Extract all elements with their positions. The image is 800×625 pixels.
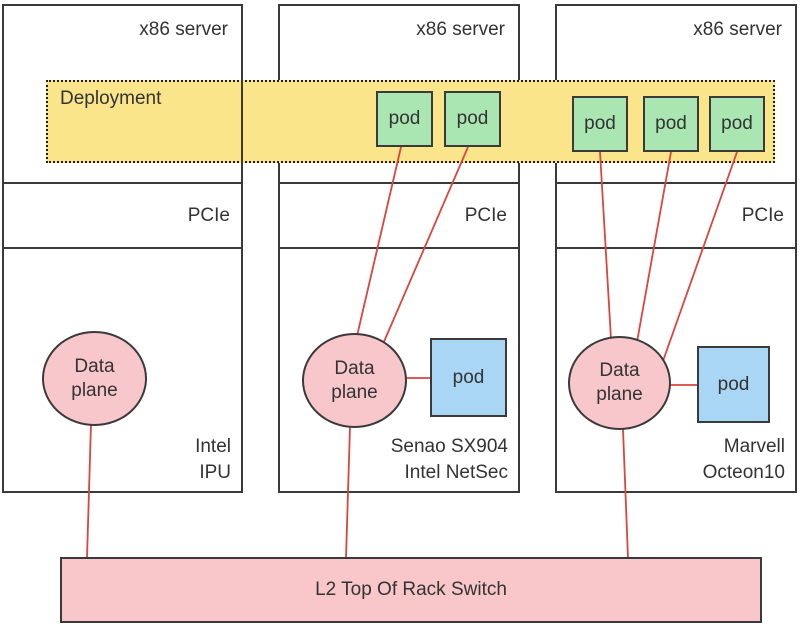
blue-pod: pod [697, 346, 770, 423]
data-plane-circle: Data plane [568, 336, 671, 430]
device-label-line1: Intel [195, 436, 231, 457]
pod-label: pod [655, 113, 687, 134]
server-1-pcie-label: PCIe [187, 204, 230, 226]
pod-label: pod [388, 108, 421, 129]
green-pod: pod [709, 96, 765, 152]
pod-label: pod [717, 373, 750, 395]
blue-pod: pod [430, 338, 507, 417]
server-3-title: x86 server [693, 19, 782, 40]
server-3-pcie-label: PCIe [741, 204, 784, 226]
server-2-device-box: Senao SX904 Intel NetSec [278, 249, 520, 493]
server-1-device-label: Intel IPU [195, 434, 231, 486]
server-2-pcie-label: PCIe [464, 204, 507, 226]
deployment-label: Deployment [60, 88, 162, 109]
device-label-line1: Marvell [723, 436, 785, 457]
server-1-title: x86 server [139, 19, 228, 40]
data-plane-circle: Data plane [42, 331, 147, 426]
data-plane-line2: plane [331, 381, 378, 403]
server-2-title: x86 server [416, 19, 505, 40]
green-pod: pod [643, 96, 699, 152]
pod-label: pod [584, 113, 616, 134]
server-3-device-box: Marvell Octeon10 [555, 249, 797, 493]
server-1-pcie-box: PCIe [2, 184, 243, 249]
server-3-device-label: Marvell Octeon10 [703, 434, 785, 486]
device-label-line1: Senao SX904 [390, 436, 508, 457]
device-label-line2: Octeon10 [702, 462, 785, 483]
data-plane-line1: Data [74, 355, 115, 377]
data-plane-line2: plane [71, 379, 118, 401]
server-1-device-box: Intel IPU [2, 249, 243, 493]
pod-label: pod [452, 366, 485, 388]
pod-label: pod [721, 113, 753, 134]
switch-label: L2 Top Of Rack Switch [315, 579, 507, 600]
green-pod: pod [376, 91, 433, 147]
data-plane-circle: Data plane [302, 333, 407, 428]
data-plane-line2: plane [596, 384, 643, 405]
green-pod: pod [572, 96, 628, 152]
data-plane-line1: Data [599, 360, 640, 381]
pod-label: pod [456, 108, 489, 129]
device-label-line2: Intel NetSec [404, 462, 509, 483]
server-1-box: x86 server [2, 4, 243, 184]
green-pod: pod [444, 91, 501, 147]
data-plane-line1: Data [334, 357, 375, 379]
device-label-line2: IPU [199, 462, 231, 483]
server-2-pcie-box: PCIe [278, 184, 520, 249]
server-2-device-label: Senao SX904 Intel NetSec [391, 434, 508, 486]
server-3-pcie-box: PCIe [555, 184, 797, 249]
switch-box: L2 Top Of Rack Switch [60, 557, 762, 623]
